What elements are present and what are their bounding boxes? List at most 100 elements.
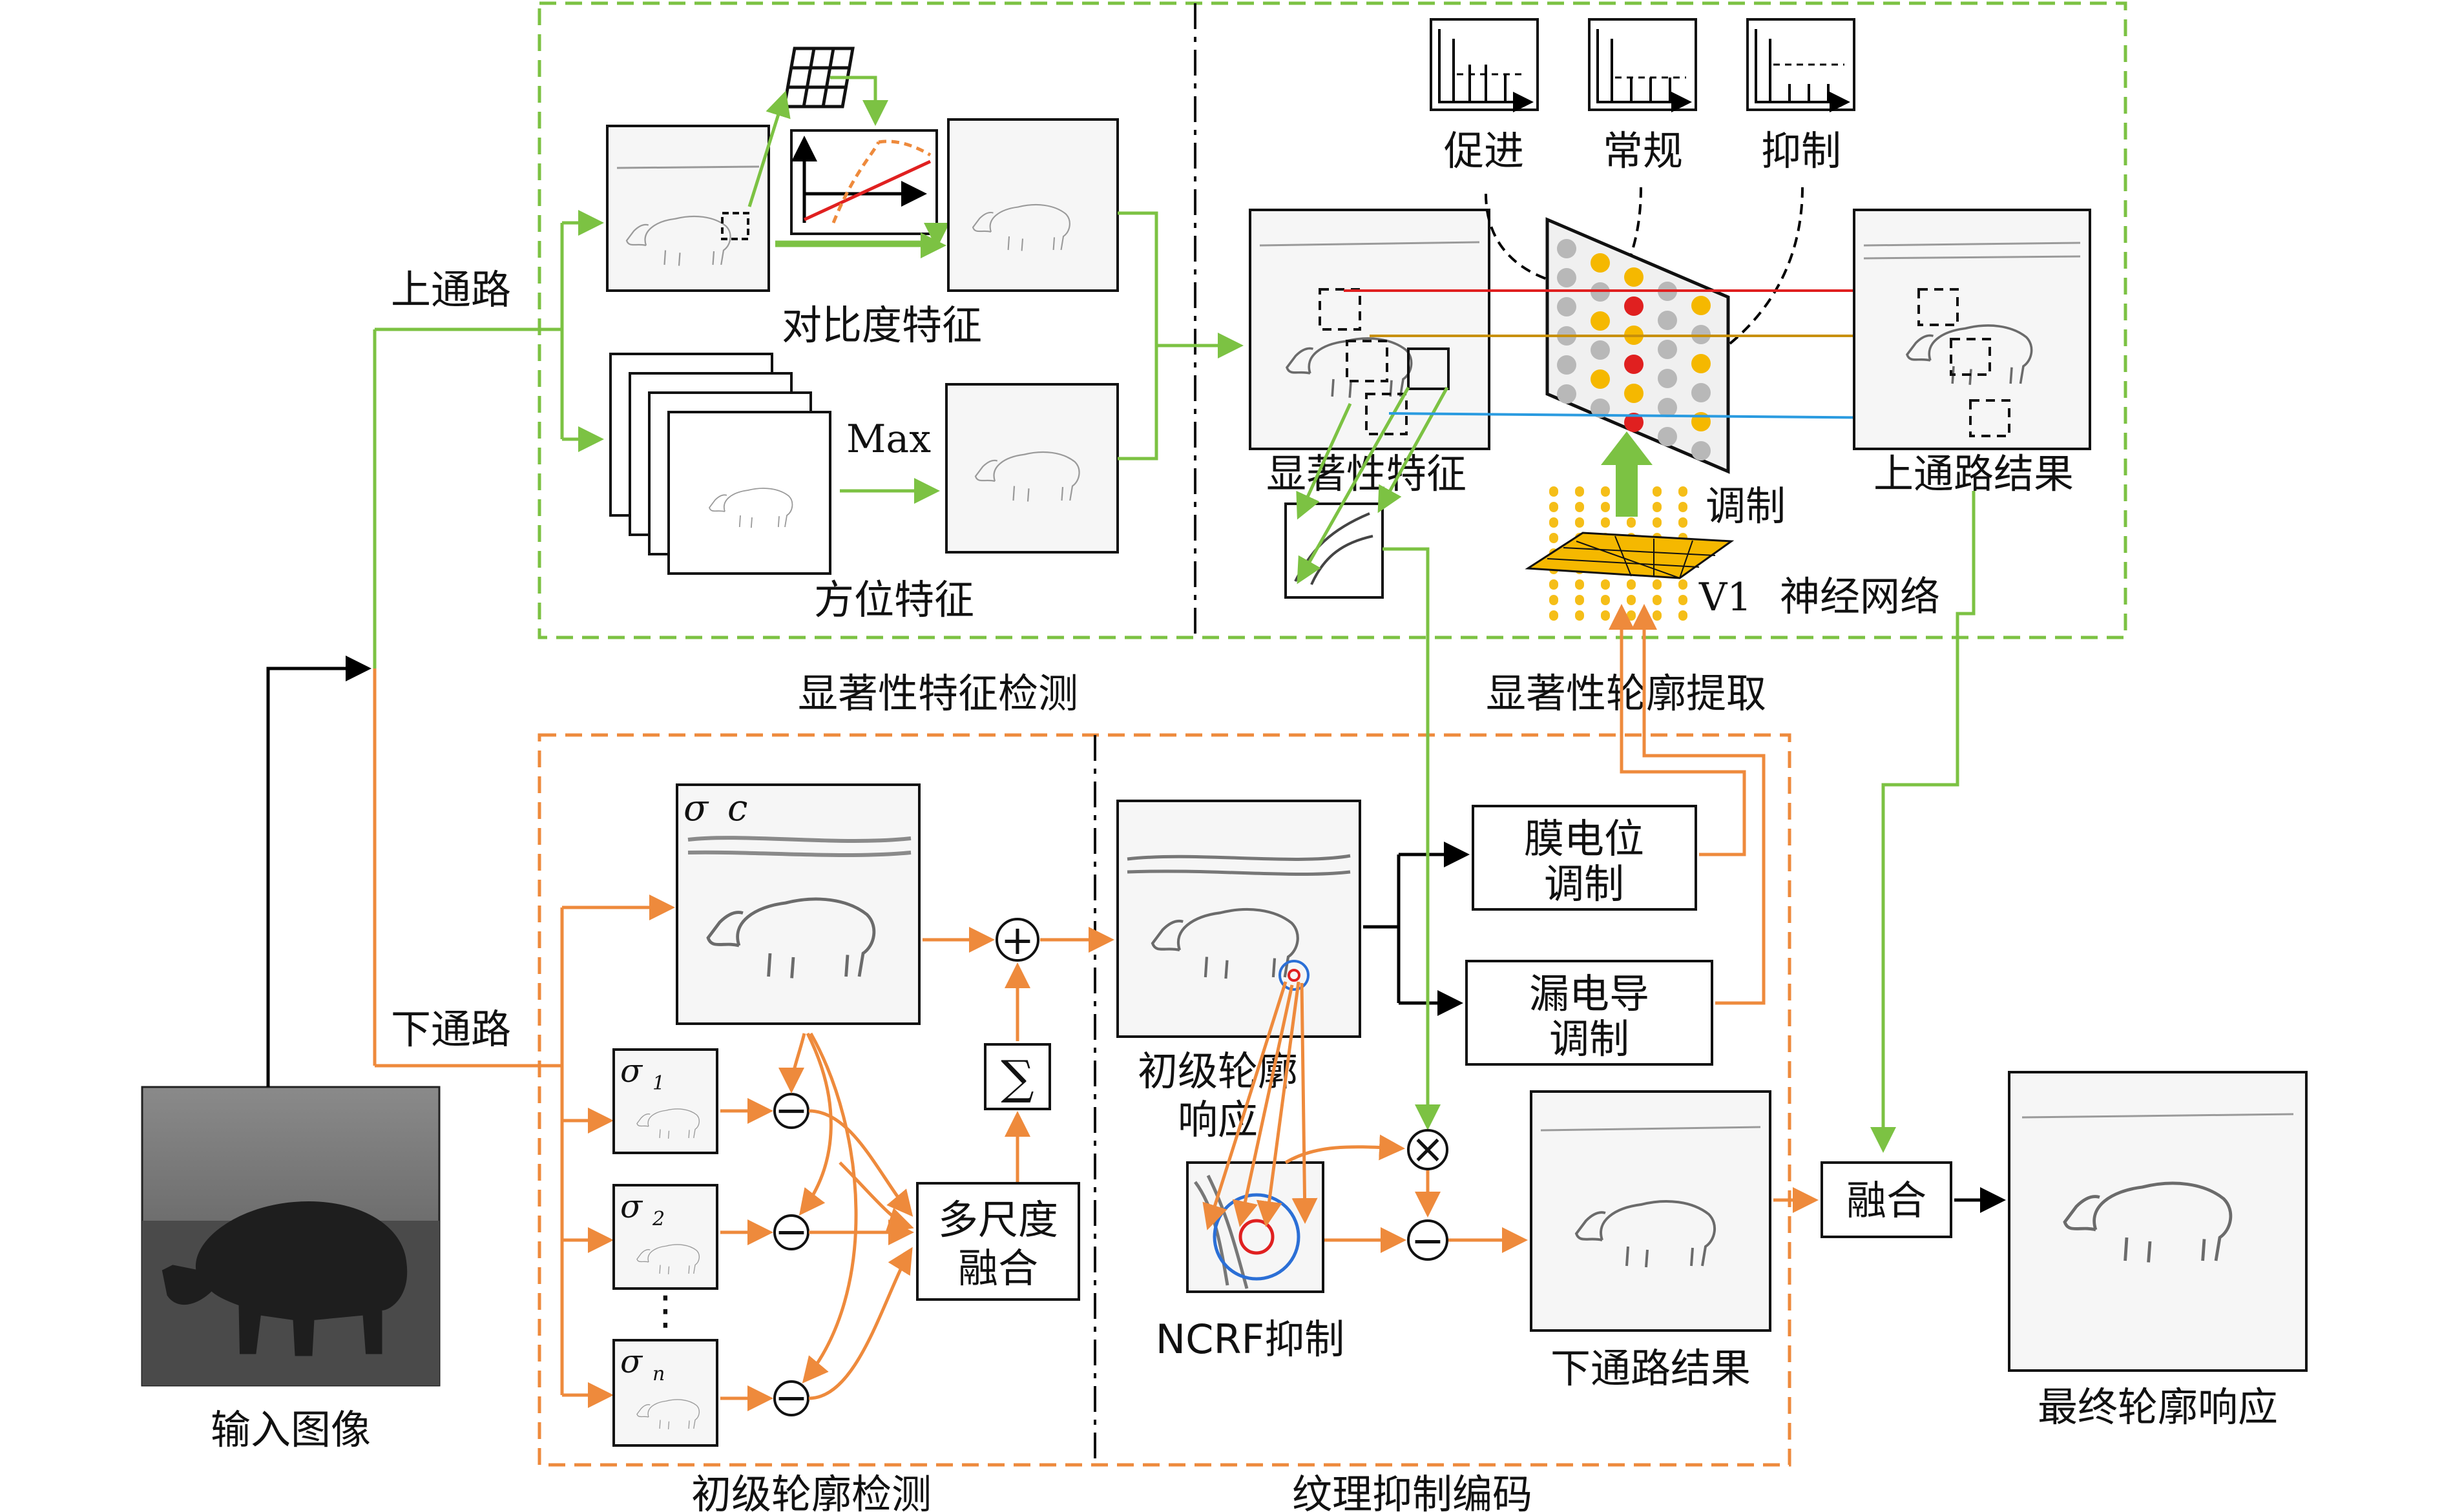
minus-operator-n: −	[773, 1374, 809, 1421]
neuron-dot	[1691, 354, 1711, 373]
minus-operator-2: −	[773, 1208, 809, 1255]
multiscale-fusion-label-2: 融合	[958, 1245, 1038, 1292]
ncrf-zoom-lines-4	[1291, 982, 1318, 1224]
v1-to-grid-arrowhead	[1601, 431, 1653, 465]
to-grid-arrow	[747, 90, 791, 207]
sigma-c-symbol: σ c	[684, 787, 747, 829]
ncrf-patch-image	[1186, 1161, 1324, 1293]
saliency-detection-label: 显著性特征检测	[798, 670, 1078, 717]
inhibit-dashed-arrow	[1664, 187, 1804, 384]
neuron-dot	[1691, 441, 1711, 461]
orientation-feature-stack	[609, 353, 831, 575]
sigma-2-sub: 2	[652, 1208, 665, 1230]
zoom-arrow-2	[1377, 386, 1449, 513]
neuron-dot	[1557, 297, 1576, 316]
feature-merge-lines	[1118, 211, 1158, 461]
neuron-dot	[1658, 427, 1677, 446]
lower-result-image	[1530, 1090, 1771, 1332]
input-to-split-arrow	[266, 656, 371, 1087]
saliency-to-multiply-arrow	[1383, 547, 1441, 1130]
input-image-label: 输入图像	[211, 1406, 371, 1453]
saliency-region-box	[537, 1, 2127, 639]
sigma-1-image	[612, 1048, 718, 1154]
neuron-dot	[1658, 311, 1677, 330]
ncrf-zoom-lines	[1202, 981, 1288, 1230]
inhibit-label: 抑制	[1761, 127, 1841, 174]
inhibit-curve-icon	[1746, 18, 1854, 110]
final-response-image	[2008, 1071, 2308, 1372]
upper-path-label: 上通路	[391, 266, 511, 313]
upper-result-image	[1853, 209, 2091, 450]
neuron-dot	[1658, 398, 1677, 417]
ncrf-zoom-lines-3	[1256, 981, 1300, 1227]
sigma-2-symbol: σ 2	[620, 1188, 665, 1230]
input-image	[141, 1086, 441, 1387]
contrast-response-curve-plot	[790, 129, 938, 235]
sigma-c-image	[676, 783, 921, 1025]
saliency-feature-image	[1249, 209, 1490, 450]
neuron-dot	[1624, 355, 1644, 374]
neuron-dot	[1624, 413, 1644, 432]
upper-result-to-fusion-arrow	[1870, 501, 1976, 1153]
leak-label-1: 漏电导	[1529, 970, 1649, 1017]
leak-conductance-modulation-box	[1465, 960, 1713, 1066]
neuron-dot	[1658, 340, 1677, 359]
sigma-c-to-minus-1	[778, 1033, 806, 1093]
sigma-c-to-minus-2	[798, 1032, 833, 1216]
ncrf-label: NCRF抑制	[1156, 1316, 1344, 1363]
sigma-1-sigma: σ	[620, 1052, 643, 1090]
sigma-n-symbol: σ n	[620, 1343, 665, 1385]
primary-response-image	[1116, 800, 1361, 1038]
leak-label-2: 调制	[1549, 1015, 1629, 1062]
fusion-label: 融合	[1846, 1177, 1926, 1224]
sigma-ellipsis: ⋮	[645, 1287, 685, 1334]
multiply-operator: ×	[1407, 1125, 1448, 1172]
saliency-feature-label: 显著性特征	[1266, 450, 1466, 497]
neuron-dot	[1557, 268, 1576, 287]
primary-detection-label: 初级轮廓检测	[691, 1471, 932, 1512]
modulation-neuron-grid	[1545, 217, 1730, 474]
modulate-label-upper: 调制	[1706, 482, 1786, 530]
promote-label: 促进	[1444, 127, 1524, 174]
neuron-dot	[1691, 383, 1711, 402]
sigma-1-symbol: σ 1	[620, 1052, 665, 1095]
sigma-n-sub: n	[652, 1363, 665, 1385]
minus-operator-final-sign: −	[1411, 1217, 1445, 1264]
minus-operator-n-sign: −	[775, 1374, 808, 1421]
grid-to-curve-arrow	[830, 76, 888, 126]
neuron-dot	[1591, 369, 1610, 389]
multiscale-fusion-box	[916, 1182, 1080, 1301]
sigma-c-sigma: σ	[684, 787, 709, 829]
ncrf-to-multiply-arrow	[1284, 1134, 1405, 1165]
neuron-dot	[1591, 399, 1610, 418]
ncrf-zoom-lines-2	[1232, 984, 1294, 1227]
v1-neural-layer	[1525, 486, 1735, 634]
sigma-n-image	[612, 1339, 718, 1447]
normal-curve-icon	[1588, 18, 1696, 110]
multiscale-fusion-label-1: 多尺度	[938, 1196, 1058, 1243]
primary-to-mod-branch	[1363, 854, 1401, 1003]
minus-operator-1-sign: −	[775, 1086, 808, 1134]
neuron-dot	[1557, 384, 1576, 404]
neural-network-label: 神经网络	[1780, 573, 1940, 620]
primary-response-label-2: 响应	[1178, 1096, 1258, 1143]
minus-aux-arrow	[839, 1161, 914, 1232]
sum-box: ∑	[984, 1043, 1051, 1110]
zoom-arrow-1	[1297, 386, 1410, 585]
membrane-label-2: 调制	[1544, 860, 1624, 907]
neuron-dot	[1658, 369, 1677, 388]
plus-operator: +	[996, 917, 1039, 964]
neuron-dot	[1624, 296, 1644, 316]
sigma-c-sub: c	[727, 787, 747, 829]
orientation-feature-image	[945, 383, 1119, 554]
multiply-operator-sign: ×	[1411, 1125, 1445, 1172]
minus-1-to-fusion	[808, 1109, 913, 1217]
sigma-2-image	[612, 1184, 718, 1290]
membrane-label-1: 膜电位	[1524, 815, 1644, 862]
contrast-input-image	[606, 125, 770, 292]
orientation-feature-label: 方位特征	[814, 576, 974, 623]
minus-operator-1: −	[773, 1086, 809, 1134]
minus-n-to-fusion	[808, 1247, 913, 1400]
contrast-feature-image	[947, 118, 1119, 292]
